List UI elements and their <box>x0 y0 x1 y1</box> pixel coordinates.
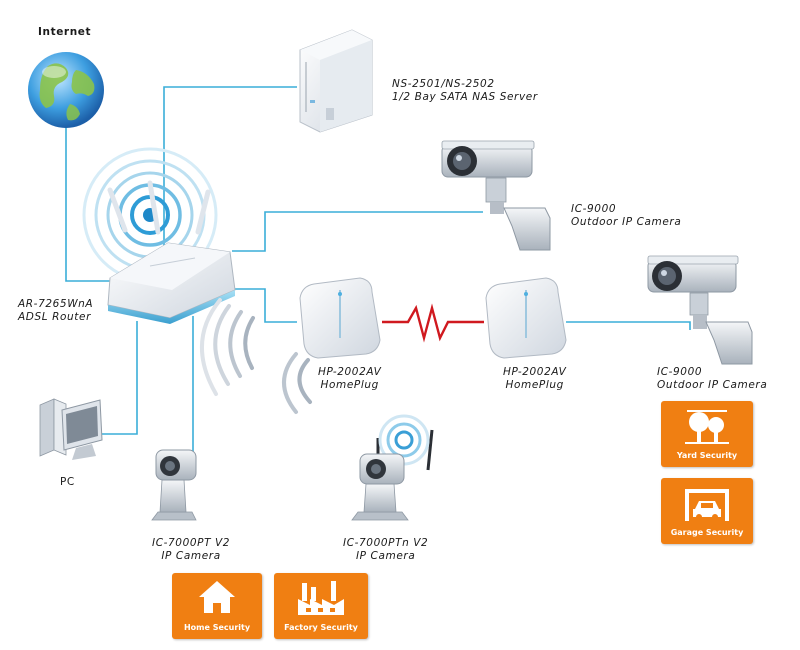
factory-icon <box>298 581 344 615</box>
camera-2-model-label: IC-9000 <box>657 366 703 378</box>
wireless-waves <box>199 298 312 414</box>
homeplug-icon-2 <box>485 277 567 359</box>
house-icon <box>199 581 235 613</box>
homeplug-1-model-label: HP-2002AV <box>318 366 382 378</box>
nas-model-label: NS-2501/NS-2502 <box>392 78 495 90</box>
camera-2-label: IC-9000 Outdoor IP Camera <box>657 366 767 392</box>
homeplug-2-desc-label: HomePlug <box>505 379 564 391</box>
pc-label: PC <box>60 476 75 488</box>
powerline-link <box>382 303 484 343</box>
internet-label: Internet <box>38 26 92 38</box>
factory-security-badge: Factory Security <box>274 573 368 639</box>
cable-router-homeplug-1 <box>232 288 297 323</box>
adsl-router-icon <box>107 180 236 324</box>
yard-security-label: Yard Security <box>676 451 738 460</box>
yard-security-badge: Yard Security <box>661 401 753 467</box>
ptz-camera-2-desc-label: IP Camera <box>355 550 416 562</box>
router-desc-label: ADSL Router <box>18 311 91 323</box>
home-security-label: Home Security <box>183 623 251 632</box>
outdoor-camera-icon-2 <box>647 255 753 365</box>
factory-security-label: Factory Security <box>284 623 358 632</box>
homeplug-2-model-label: HP-2002AV <box>503 366 567 378</box>
router-label: AR-7265WnA ADSL Router <box>18 298 93 324</box>
router-model-label: AR-7265WnA <box>18 298 94 310</box>
camera-1-model-label: IC-9000 <box>571 203 617 215</box>
outdoor-camera-icon-1 <box>441 140 551 251</box>
ptz-camera-icon-1 <box>151 449 197 521</box>
camera-1-desc-label: Outdoor IP Camera <box>571 216 682 228</box>
ptz-camera-icon-2 <box>351 414 434 521</box>
garage-security-label: Garage Security <box>670 528 744 537</box>
homeplug-2-label: HP-2002AV HomePlug <box>503 366 566 392</box>
cable-homeplug-2-camera-2 <box>566 321 691 330</box>
homeplug-icon-1 <box>299 277 381 359</box>
cable-router-camera-1 <box>232 211 483 252</box>
ptz-camera-2-label: IC-7000PTn V2 IP Camera <box>343 537 428 563</box>
garage-car-icon <box>685 489 729 521</box>
camera-1-label: IC-9000 Outdoor IP Camera <box>571 203 681 229</box>
nas-desc-label: 1/2 Bay SATA NAS Server <box>392 91 538 103</box>
cable-router-pc <box>100 321 138 435</box>
cable-internet-router <box>65 128 112 282</box>
garage-security-badge: Garage Security <box>661 478 753 544</box>
cable-router-nas <box>163 86 297 255</box>
homeplug-1-desc-label: HomePlug <box>320 379 379 391</box>
nas-server-icon <box>299 29 373 133</box>
home-security-badge: Home Security <box>172 573 262 639</box>
nas-label: NS-2501/NS-2502 1/2 Bay SATA NAS Server <box>392 78 538 104</box>
ptz-camera-1-model-label: IC-7000PT V2 <box>152 537 231 549</box>
network-cables <box>65 86 691 460</box>
pc-icon <box>39 398 103 460</box>
camera-2-desc-label: Outdoor IP Camera <box>657 379 768 391</box>
homeplug-1-label: HP-2002AV HomePlug <box>318 366 381 392</box>
ptz-camera-1-desc-label: IP Camera <box>161 550 221 562</box>
trees-icon <box>685 410 729 444</box>
ptz-camera-1-label: IC-7000PT V2 IP Camera <box>152 537 230 563</box>
ptz-camera-2-model-label: IC-7000PTn V2 <box>343 537 429 549</box>
internet-globe-icon <box>28 52 104 128</box>
